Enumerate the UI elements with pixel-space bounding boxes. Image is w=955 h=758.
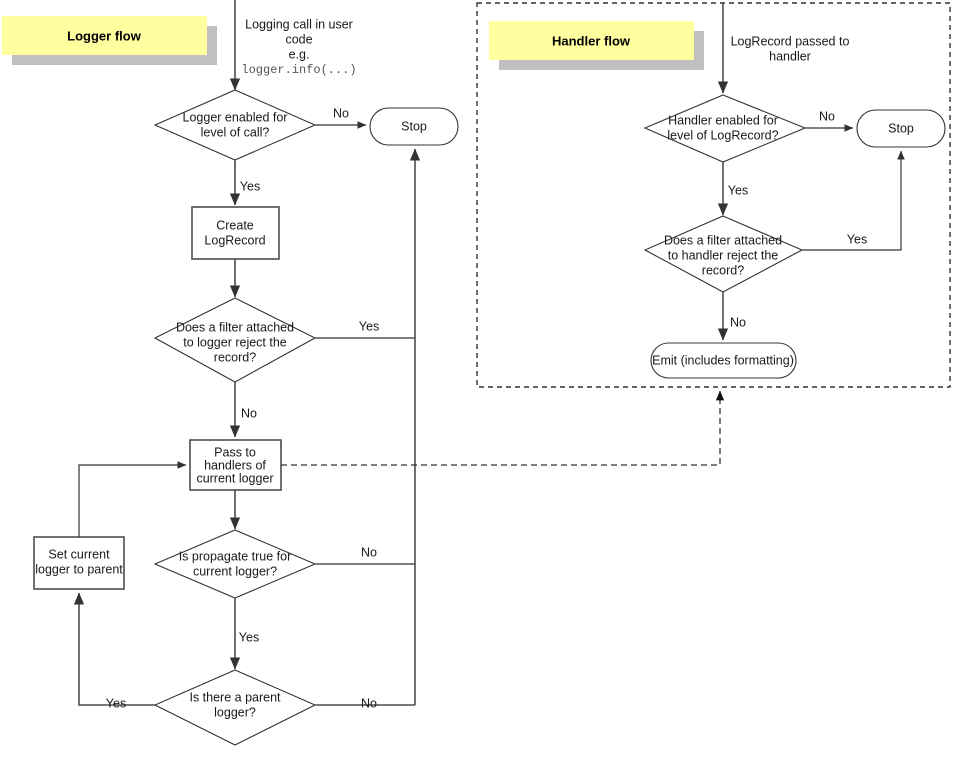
- edge-label-propagate-no: No: [361, 545, 377, 559]
- node-emit-shape: [650, 342, 797, 379]
- node-is-propagate: Is propagate true for current logger?: [153, 529, 317, 599]
- edge-handler-filter-yes: [802, 150, 905, 251]
- node-set-current-logger-line1: Set current: [48, 547, 110, 561]
- node-pass-to-handlers-shape: [189, 439, 282, 491]
- node-create-logrecord-shape: [191, 206, 280, 260]
- edge-label-handler-enabled-no: No: [819, 109, 835, 123]
- node-parent-logger-line1: Is there a parent: [189, 690, 281, 704]
- node-handler-enabled-line1: Handler enabled for: [668, 113, 778, 127]
- node-logger-filter: Does a filter attached to logger reject …: [153, 297, 317, 383]
- edge-label-handler-filter-yes: Yes: [847, 232, 867, 246]
- edge-label-parent-yes: Yes: [106, 696, 126, 710]
- node-pass-to-handlers-line2: handlers of: [204, 458, 266, 472]
- node-stop-handler-shape: [856, 109, 946, 148]
- node-pass-to-handlers-line3: current logger: [196, 471, 273, 485]
- logger-entry-caption-line1: Logging call in user: [245, 17, 353, 31]
- logger-entry-caption-line2: code: [285, 32, 312, 46]
- node-handler-enabled-line2: level of LogRecord?: [667, 128, 778, 142]
- node-is-propagate-line1: Is propagate true for: [179, 549, 292, 563]
- edge-label-parent-no: No: [361, 696, 377, 710]
- node-logger-filter-line3: record?: [214, 350, 256, 364]
- node-handler-enabled: Handler enabled for level of LogRecord?: [643, 94, 807, 163]
- edge-label-logger-filter-no: No: [241, 406, 257, 420]
- handler-entry-caption-line1: LogRecord passed to: [731, 34, 850, 48]
- edge-label-propagate-yes: Yes: [239, 630, 259, 644]
- node-handler-filter-line3: record?: [702, 263, 744, 277]
- edge-label-logger-filter-yes: Yes: [359, 319, 379, 333]
- node-parent-logger-shape: [153, 669, 317, 746]
- node-pass-to-handlers-line1: Pass to: [214, 445, 256, 459]
- edge-label-handler-filter-no: No: [730, 315, 746, 329]
- node-stop-handler: Stop: [856, 109, 946, 148]
- logger-flow-banner-box: [2, 16, 207, 55]
- handler-entry-caption-line2: handler: [769, 49, 811, 63]
- node-handler-filter-line2: to handler reject the: [668, 248, 779, 262]
- handler-flow-panel: [476, 2, 951, 388]
- logger-flow-banner-label: Logger flow: [67, 28, 142, 43]
- edge-parent-yes: [73, 592, 155, 706]
- node-set-current-logger: Set current logger to parent: [33, 536, 125, 590]
- node-set-current-logger-line2: logger to parent: [35, 562, 123, 576]
- node-is-propagate-line2: current logger?: [193, 564, 277, 578]
- node-logger-enabled: Logger enabled for level of call?: [153, 89, 317, 161]
- handler-flow-banner-box: [489, 21, 694, 60]
- node-pass-to-handlers: Pass to handlers of current logger: [189, 439, 282, 491]
- node-stop-logger-label: Stop: [401, 119, 427, 133]
- edge-label-logger-enabled-no: No: [333, 106, 349, 120]
- node-stop-logger: Stop: [369, 107, 459, 146]
- node-create-logrecord-line2: LogRecord: [204, 233, 265, 247]
- logger-entry-caption-line3: e.g.: [289, 47, 310, 61]
- node-handler-filter-line1: Does a filter attached: [664, 233, 782, 247]
- node-create-logrecord: Create LogRecord: [191, 206, 280, 260]
- handler-flow-banner: Handler flow: [489, 21, 704, 70]
- edge-set-logger-to-pass: [78, 461, 187, 537]
- edge-label-logger-enabled-yes: Yes: [240, 179, 260, 193]
- edge-label-handler-enabled-yes: Yes: [728, 183, 748, 197]
- node-logger-enabled-line2: level of call?: [201, 125, 270, 139]
- node-handler-filter: Does a filter attached to handler reject…: [643, 215, 804, 293]
- node-create-logrecord-line1: Create: [216, 218, 254, 232]
- node-logger-filter-line1: Does a filter attached: [176, 320, 294, 334]
- node-parent-logger-line2: logger?: [214, 705, 256, 719]
- node-stop-logger-shape: [369, 107, 459, 146]
- node-logger-filter-line2: to logger reject the: [183, 335, 287, 349]
- logger-flow-banner: Logger flow: [2, 16, 217, 65]
- edge-dashed-to-handler-flow: [281, 390, 725, 466]
- node-parent-logger: Is there a parent logger?: [153, 669, 317, 746]
- handler-flow-banner-label: Handler flow: [552, 33, 631, 48]
- node-logger-enabled-line1: Logger enabled for: [183, 110, 288, 124]
- node-emit-label: Emit (includes formatting): [652, 353, 794, 367]
- node-stop-handler-label: Stop: [888, 121, 914, 135]
- node-emit: Emit (includes formatting): [650, 342, 797, 379]
- logger-entry-caption-code: logger.info(...): [241, 63, 356, 77]
